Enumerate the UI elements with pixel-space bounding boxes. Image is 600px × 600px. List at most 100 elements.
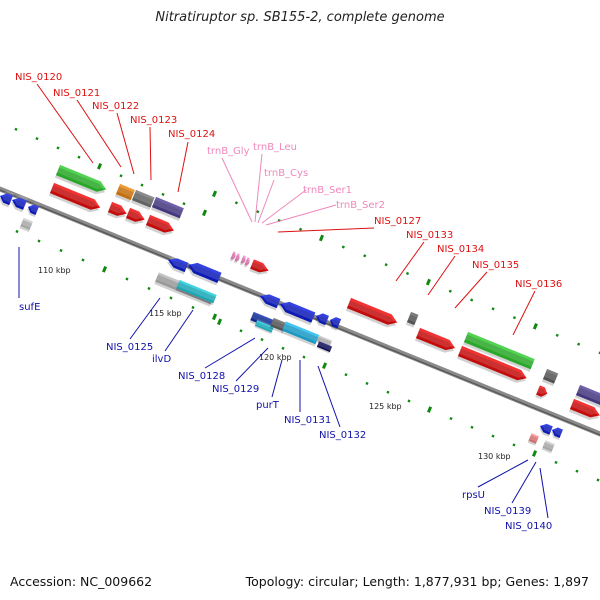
feature-pink-shade [527,435,539,446]
label-leaders [18,83,549,519]
gene-arrow [259,292,282,311]
label-nis-0127-leader [277,227,375,233]
gene-arrow-shape [540,423,553,435]
gene-arrow-gloss [552,425,564,436]
gene-arrow [456,343,528,383]
label-nis-0133-leader [395,241,425,282]
gene-arrow-shade [278,304,315,326]
label-purt-leader [271,359,283,398]
trna-arrow-gloss [245,255,251,264]
gene-arrow-shape [107,201,127,216]
accession-text: Accession: NC_009662 [10,574,153,589]
gene-arrow-shade [345,300,397,328]
feature-grey-gloss [271,315,288,330]
scale-tick [322,362,328,370]
label-trnb-ser2-leader [265,204,337,226]
label-nis-0120: NIS_0120 [15,72,62,83]
feature-cyan-gloss [255,318,275,332]
feature-purple-gloss [576,382,600,404]
gene-arrow [414,325,457,353]
label-nis-0131: NIS_0131 [284,415,331,426]
label-sufe: sufE [19,302,40,313]
gene-arrow-shape [49,182,101,210]
gene-arrow-shape [145,214,174,233]
scale-tick [363,254,367,258]
gene-arrow-gloss [126,205,146,220]
label-trnb-gly: trnB_Gly [207,146,250,157]
label-nis-0129: NIS_0129 [212,384,259,395]
gene-arrow-shape [188,262,222,283]
feature-grey-shape [131,189,155,208]
gene-arrow [249,257,270,275]
gene-arrow-gloss [458,343,528,378]
label-nis-0132: NIS_0132 [319,430,366,441]
scale-tick [260,337,264,342]
gene-arrow [144,212,175,236]
gene-arrow [106,199,128,219]
label-nis-0134-leader [427,255,456,296]
label-nis-0136: NIS_0136 [515,279,562,290]
scale-tick [59,248,63,253]
scale-tick [37,239,41,243]
feature-cyan-shape [176,279,217,304]
scale-tick [341,245,345,249]
feature-grey [19,215,34,233]
gene-arrow [568,396,600,420]
label-rpsu-leader [477,459,529,488]
scale-tick [191,305,195,310]
feature-cyan-shade [254,321,274,334]
label-nis-0128: NIS_0128 [178,371,225,382]
feature-cyan-shape [282,321,320,345]
feature-grey-gloss [317,333,333,345]
gene-arrow [345,295,399,328]
gene-arrow [11,195,28,213]
feature-orange-shape [115,183,135,201]
gene-arrow-gloss [260,292,282,306]
label-trnb-leu-leader [254,153,263,223]
gene-arrow [535,383,549,400]
feature-grey [269,315,288,334]
gene-arrow-shade [48,185,100,213]
feature-green-gloss [56,162,108,190]
feature-blue-gloss [251,309,275,327]
feature-grey-shade [269,319,286,334]
trna-arrow [229,249,237,262]
gene-arrow-shade [551,429,563,441]
gene-arrow [329,314,343,331]
label-nis-0121-leader [76,99,122,168]
trna-arrow [243,255,251,268]
label-nis-0124-leader [177,141,189,193]
scale-tick [555,333,559,337]
label-nis-0139: NIS_0139 [484,506,531,517]
feature-green-shape [463,331,535,370]
feature-purple-shade [574,387,600,409]
feature-grey-shape [316,335,333,347]
feature-grey-gloss [407,309,420,323]
trna-arrow-shape [240,255,246,264]
trna-arrow-shape [230,251,236,260]
feature-cyan-shape [254,320,274,333]
scale-tick [491,434,495,438]
scale-tick [234,201,238,205]
label-nis-0120-leader [36,83,94,164]
feature-green [54,162,108,195]
genome-summary-text: Topology: circular; Length: 1,877,931 bp… [245,574,589,589]
label-trnb-gly-leader [221,157,253,223]
feature-grey-shade [541,371,558,387]
gene-arrow-shade [456,348,526,383]
label-nis-0132-leader [317,365,341,428]
scale-tick [81,258,85,262]
gene-arrow-shade [315,315,329,328]
gene-arrow-shade [27,206,39,218]
gene-arrow-shade [11,200,26,213]
label-nis-0140: NIS_0140 [505,521,552,532]
feature-purple-shade [150,199,183,221]
trna-arrow-gloss [231,249,237,258]
feature-labels: NIS_0120NIS_0121NIS_0122NIS_0123NIS_0124… [15,72,562,532]
gene-arrow [186,260,223,286]
feature-cyan-shade [175,281,216,306]
feature-grey-shape [406,311,419,326]
gene-arrow-shade [535,387,547,400]
feature-grey-shade [130,192,154,211]
